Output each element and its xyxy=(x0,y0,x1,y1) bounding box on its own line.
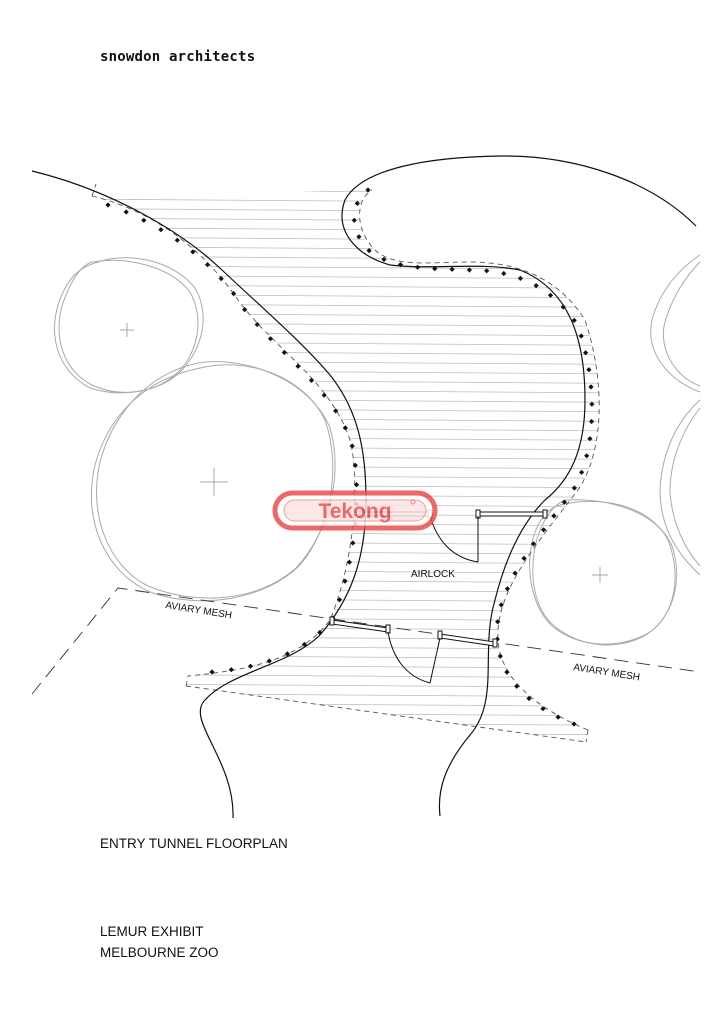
tree-canopies xyxy=(54,254,701,646)
airlock-label: AIRLOCK xyxy=(411,569,455,580)
project-name: LEMUR EXHIBIT xyxy=(100,924,204,939)
aviary-mesh-label-right: AVIARY MESH xyxy=(573,662,641,683)
mesh-boundary-dashed xyxy=(91,183,600,743)
project-location: MELBOURNE ZOO xyxy=(100,945,219,960)
deck-hatching xyxy=(92,190,600,742)
path-edges xyxy=(31,155,697,819)
plan-title: ENTRY TUNNEL FLOORPLAN xyxy=(100,836,288,851)
firm-name: snowdon architects xyxy=(100,49,256,65)
aviary-mesh-line xyxy=(31,587,701,695)
watermark-logo: Tekong xyxy=(272,490,438,531)
watermark-text: Tekong xyxy=(318,500,391,523)
fence-posts xyxy=(105,187,595,727)
gate-lower xyxy=(329,616,498,684)
